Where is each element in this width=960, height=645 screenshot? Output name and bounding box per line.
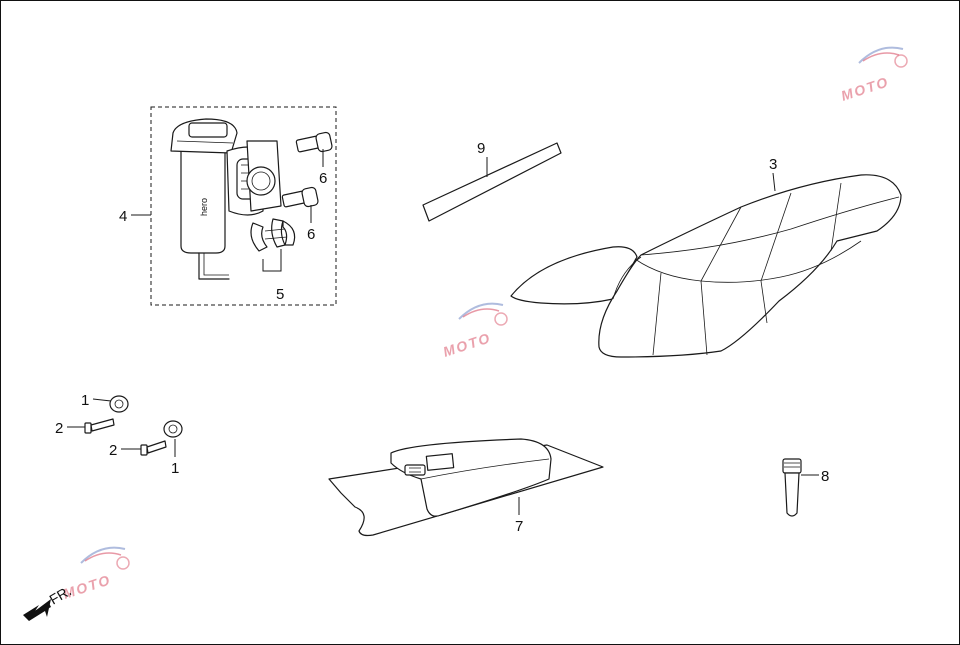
screw-upper: [84, 418, 115, 434]
washer-lower: [163, 420, 183, 438]
callout-6-lower: 6: [307, 226, 315, 243]
leader-3: [772, 172, 776, 192]
seat-assembly: [510, 174, 902, 358]
callout-3: 3: [769, 156, 777, 173]
watermark-logo-center: MOTO: [441, 329, 493, 360]
guide-pin: [782, 458, 802, 517]
callout-2-lower: 2: [109, 442, 117, 459]
callout-6-upper: 6: [319, 170, 327, 187]
callout-1-lower: 1: [171, 460, 179, 477]
seat-trim-strip: [422, 142, 562, 222]
callout-7: 7: [515, 518, 523, 535]
callout-8: 8: [821, 468, 829, 485]
screw-lower: [140, 440, 167, 456]
watermark-logo-top-right: MOTO: [839, 73, 891, 104]
bolt-upper: [295, 131, 333, 153]
seat-base-pan: [328, 438, 604, 537]
callout-4: 4: [119, 208, 127, 225]
arrow-down-left-icon: [23, 599, 51, 621]
assembly-group-box: [150, 106, 337, 306]
reservoir-bottle: hero: [170, 118, 282, 280]
watermark-center: MOTO: [441, 302, 508, 360]
callout-9: 9: [477, 140, 485, 157]
bolt-lower: [281, 186, 319, 208]
clamp-bracket: [250, 218, 296, 252]
svg-text:hero: hero: [199, 198, 209, 216]
callout-2-upper: 2: [55, 420, 63, 437]
leader-5: [262, 249, 282, 272]
callout-1-upper: 1: [81, 392, 89, 409]
washer-upper: [109, 395, 129, 413]
watermark-top-right: MOTO: [839, 46, 908, 104]
callout-5: 5: [276, 286, 284, 303]
leader-1a: [92, 398, 112, 402]
